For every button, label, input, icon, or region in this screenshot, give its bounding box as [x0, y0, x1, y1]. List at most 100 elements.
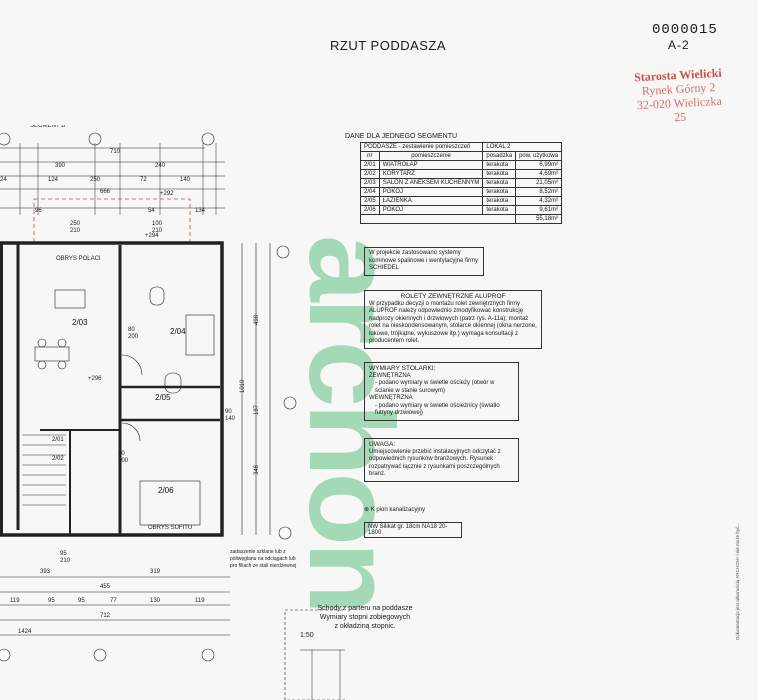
- svg-text:666: 666: [100, 189, 111, 195]
- svg-text:SEGMENT B: SEGMENT B: [30, 125, 65, 129]
- svg-text:1424: 1424: [18, 629, 32, 635]
- room-2-02: 2/02: [52, 456, 64, 462]
- stairs-line-2: Wymiary stopni zobiegowych: [319, 614, 411, 621]
- room-2-04: 2/04: [170, 327, 186, 336]
- svg-text:250: 250: [90, 177, 101, 183]
- cell: 2/04: [360, 187, 380, 197]
- table-row: 2/04 POKÓJ terakota 8,52m²: [360, 187, 563, 197]
- cell: terakota: [482, 205, 517, 215]
- cell: WIATROŁAP: [378, 160, 484, 170]
- cell: 8,52m²: [515, 187, 563, 197]
- room-2-06: 2/06: [158, 486, 174, 495]
- svg-text:712: 712: [100, 613, 111, 619]
- cell: terakota: [482, 187, 517, 197]
- svg-text:200: 200: [118, 458, 129, 464]
- svg-text:210: 210: [152, 228, 163, 234]
- svg-text:95: 95: [48, 598, 55, 604]
- svg-text:140: 140: [180, 177, 191, 183]
- room-2-03: 2/03: [72, 318, 88, 327]
- cell: KORYTARZ: [378, 169, 484, 179]
- legend-wall: NW Silikat gr. 18cm NA18 20-1800: [364, 522, 462, 538]
- col-nr: nr: [360, 151, 380, 161]
- stairs-note: Schody z parteru na poddasze Wymiary sto…: [300, 604, 430, 640]
- window-int-text: - podano wymiary w świetle ościeżnicy (ś…: [375, 402, 500, 417]
- table-row: 2/01 WIATROŁAP terakota 6,99m²: [360, 160, 563, 170]
- cell: 2/05: [360, 196, 380, 206]
- svg-text:pro filiach ze stali nierdzewn: pro filiach ze stali nierdzewnej: [230, 563, 296, 569]
- remark-title: UWAGA:: [369, 441, 396, 448]
- room-2-01: 2/01: [52, 437, 64, 443]
- table-total: 55,18m²: [515, 214, 563, 224]
- svg-text:498: 498: [254, 314, 260, 325]
- document-number: 0000015: [652, 22, 718, 38]
- office-stamp: Starosta Wielicki Rynek Górny 2 32-020 W…: [603, 64, 756, 128]
- stairs-line-1: Schody z parteru na poddasze: [317, 605, 413, 612]
- cell: 2/01: [360, 160, 380, 170]
- svg-text:250: 250: [70, 221, 81, 227]
- svg-text:119: 119: [10, 598, 20, 604]
- cell: 2/06: [360, 205, 380, 215]
- svg-text:210: 210: [60, 558, 71, 564]
- cell: 4,69m²: [515, 169, 563, 179]
- window-dims-note: WYMIARY STOLARKI: ZEWNĘTRZNA - podano wy…: [364, 362, 519, 421]
- window-dims-title: WYMIARY STOLARKI:: [369, 365, 436, 372]
- svg-text:96: 96: [35, 208, 42, 214]
- table-total-row: 55,18m²: [359, 214, 563, 224]
- svg-text:95: 95: [60, 551, 67, 557]
- cell: 9,61m²: [515, 205, 563, 215]
- svg-text:130: 130: [150, 598, 161, 604]
- side-disclaimer: Dokumentacja jest własnością ARCHON+ i n…: [735, 522, 740, 640]
- svg-text:77: 77: [110, 598, 117, 604]
- svg-text:OBRYS POLACI: OBRYS POLACI: [56, 256, 101, 262]
- svg-text:200: 200: [128, 334, 139, 340]
- svg-text:140: 140: [225, 416, 236, 422]
- svg-text:210: 210: [70, 228, 81, 234]
- sheet-number: A-2: [668, 38, 690, 52]
- drawing-title: RZUT PODDASZA: [330, 38, 447, 53]
- cell: terakota: [482, 196, 517, 206]
- col-floor: posadzka: [482, 151, 517, 161]
- roller-note-title: ROLETY ZEWNĘTRZNE ALUPROF: [400, 293, 506, 300]
- legend-drain: ⊗ K pion kanalizacyjny: [364, 506, 425, 513]
- chimney-note: W projekcie zastosowano systemy kominowe…: [364, 247, 484, 276]
- svg-text:393: 393: [40, 569, 51, 575]
- level-292: +292: [160, 191, 174, 197]
- col-area: pow. użytkowa: [515, 151, 563, 161]
- roller-shutter-note: ROLETY ZEWNĘTRZNE ALUPROF W przypadku de…: [364, 290, 542, 349]
- table-row: 2/05 ŁAZIENKA terakota 4,32m²: [360, 196, 563, 206]
- table-row: 2/02 KORYTARZ terakota 4,69m²: [360, 169, 563, 179]
- svg-text:710: 710: [110, 149, 121, 155]
- svg-text:119: 119: [195, 598, 205, 604]
- cell: 4,32m²: [515, 196, 563, 206]
- svg-text:poliwęglanu na odciągach lub: poliwęglanu na odciągach lub: [230, 556, 296, 562]
- table-row: 2/06 POKÓJ terakota 9,61m²: [360, 205, 563, 215]
- svg-text:319: 319: [150, 569, 161, 575]
- remark-text: Umiejscowienie przebić instalacyjnych od…: [369, 448, 501, 478]
- level-294: +294: [145, 233, 159, 239]
- svg-text:OBRYS SUFITU: OBRYS SUFITU: [148, 525, 192, 531]
- legend-drain-text: K pion kanalizacyjny: [370, 507, 426, 513]
- cell: terakota: [482, 160, 517, 170]
- svg-text:187: 187: [254, 404, 260, 415]
- room-table: PODDASZE - zestawienie pomieszczeń LOKAL…: [359, 142, 563, 224]
- svg-text:54: 54: [148, 208, 155, 214]
- room-table-heading: DANE DLA JEDNEGO SEGMENTU: [345, 133, 458, 140]
- cell: terakota: [482, 178, 517, 188]
- window-ext-text: - podano wymiary w świetle ościeży (otwó…: [375, 380, 495, 394]
- cell: POKÓJ: [378, 205, 484, 215]
- svg-text:100: 100: [152, 221, 163, 227]
- level-296: +296: [88, 376, 102, 382]
- svg-text:80: 80: [128, 327, 135, 333]
- svg-text:90: 90: [225, 409, 232, 415]
- drain-icon: ⊗: [364, 507, 370, 513]
- window-int-label: WEWNĘTRZNA: [369, 395, 413, 401]
- svg-text:80: 80: [118, 451, 125, 457]
- stairs-line-4: 1:50: [300, 632, 314, 639]
- cell: [359, 214, 517, 224]
- svg-text:95: 95: [78, 598, 85, 604]
- svg-text:1010: 1010: [240, 379, 246, 393]
- remark-note: UWAGA: Umiejscowienie przebić instalacyj…: [364, 438, 519, 482]
- cell: 2/03: [360, 178, 380, 188]
- roller-note-text: W przypadku decyzji o montażu rolet zewn…: [369, 300, 537, 345]
